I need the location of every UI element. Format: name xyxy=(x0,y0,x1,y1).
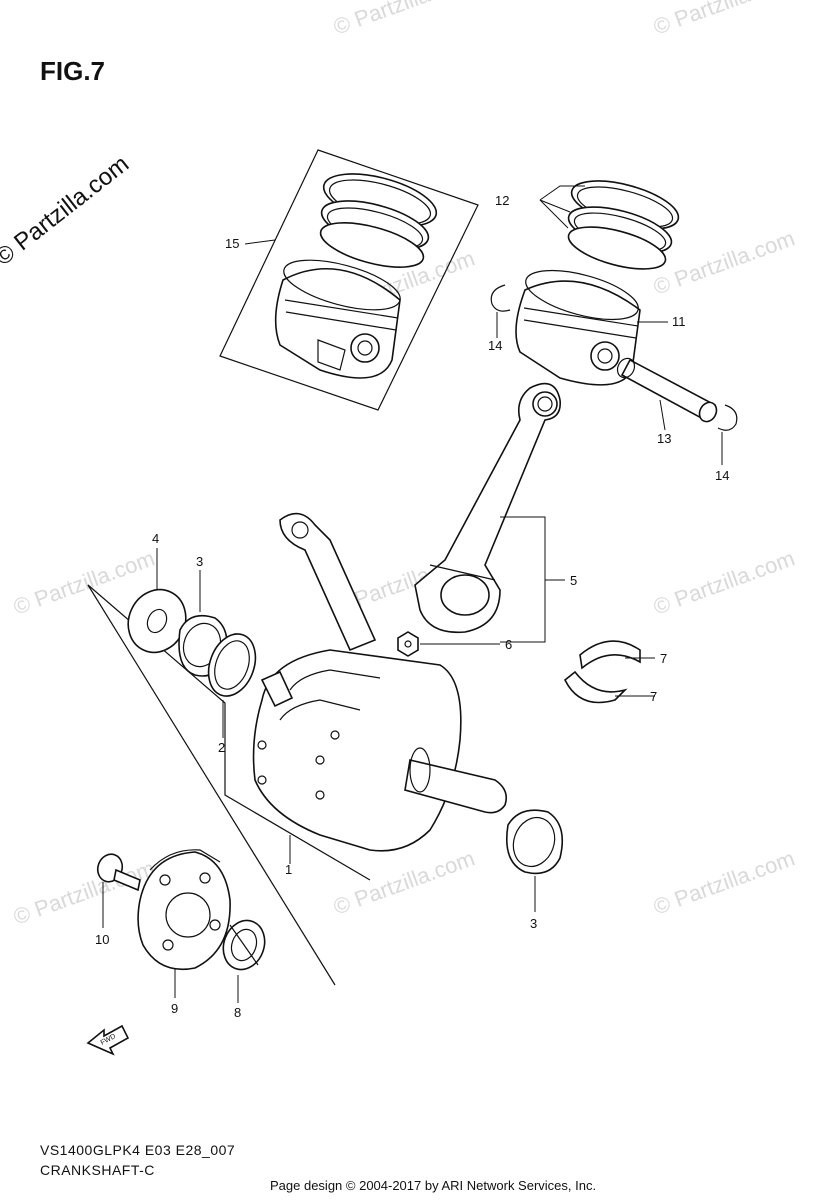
diagram-name: CRANKSHAFT-C xyxy=(40,1162,155,1178)
callout-9: 9 xyxy=(171,1001,178,1016)
circlip-left xyxy=(490,284,511,312)
forward-arrow-icon: FWD xyxy=(86,1024,130,1056)
callout-13: 13 xyxy=(657,431,671,446)
callout-4: 4 xyxy=(152,531,159,546)
callout-14-left: 14 xyxy=(488,338,502,353)
callout-6: 6 xyxy=(505,637,512,652)
callout-5: 5 xyxy=(570,573,577,588)
primary-drive-gear xyxy=(137,849,231,971)
callout-14-right: 14 xyxy=(715,468,729,483)
thrust-washer xyxy=(127,588,187,654)
callout-2: 2 xyxy=(218,740,225,755)
callout-3-left: 3 xyxy=(196,554,203,569)
piston-kit-rings xyxy=(319,173,438,268)
callout-8: 8 xyxy=(234,1005,241,1020)
circlip-right xyxy=(717,404,738,431)
crankshaft xyxy=(252,649,508,852)
callout-10: 10 xyxy=(95,932,109,947)
oil-seal-ring xyxy=(207,633,257,697)
fig-title: FIG.7 xyxy=(40,56,106,86)
piston-kit-frame xyxy=(219,149,479,411)
footer-credit: Page design © 2004-2017 by ARI Network S… xyxy=(270,1178,597,1193)
piston-pin xyxy=(616,357,718,423)
callout-3-right: 3 xyxy=(530,916,537,931)
conrod-bearing-upper xyxy=(579,640,641,670)
crankshaft-left-rod xyxy=(279,512,377,652)
main-bearing-right xyxy=(506,809,564,875)
conrod-bearing-lower xyxy=(563,670,628,704)
connecting-rod xyxy=(414,382,562,634)
piston xyxy=(515,269,641,386)
callout-11: 11 xyxy=(672,314,686,329)
piston-kit-piston xyxy=(274,259,401,379)
needle-bearing xyxy=(222,919,266,971)
callout-15: 15 xyxy=(225,236,239,251)
callout-12: 12 xyxy=(495,193,509,208)
connecting-rod-nut xyxy=(397,631,419,657)
gear-bolt xyxy=(96,853,141,892)
callout-7-lower: 7 xyxy=(650,689,657,704)
model-code: VS1400GLPK4 E03 E28_007 xyxy=(40,1142,236,1158)
piston-rings xyxy=(567,180,680,270)
callout-7-upper: 7 xyxy=(660,651,667,666)
callout-1: 1 xyxy=(285,862,292,877)
